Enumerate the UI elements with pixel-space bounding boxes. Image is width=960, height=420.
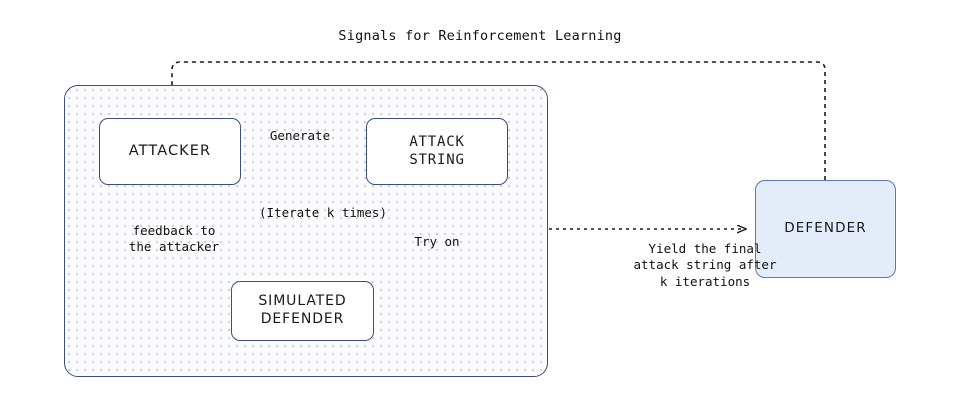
diagram-title: Signals for Reinforcement Learning: [338, 28, 622, 44]
node-defender-label: DEFENDER: [784, 220, 867, 237]
edge-label-try-on: Try on: [414, 234, 460, 249]
edge-label-feedback: feedback to the attacker: [128, 223, 220, 255]
edge-label-iterate: (Iterate k times): [259, 205, 387, 220]
node-simulated-defender[interactable]: SIMULATED DEFENDER: [231, 281, 374, 341]
node-defender[interactable]: DEFENDER: [755, 180, 896, 278]
node-attacker[interactable]: ATTACKER: [99, 118, 241, 185]
node-attacker-label: ATTACKER: [128, 143, 212, 160]
node-simulated-defender-label: SIMULATED DEFENDER: [258, 293, 347, 327]
node-attack-string-label: ATTACK STRING: [409, 133, 465, 168]
node-attack-string[interactable]: ATTACK STRING: [366, 118, 508, 185]
edge-label-generate: Generate: [269, 128, 331, 143]
edge-label-yield: Yield the final attack string after k it…: [633, 241, 777, 289]
